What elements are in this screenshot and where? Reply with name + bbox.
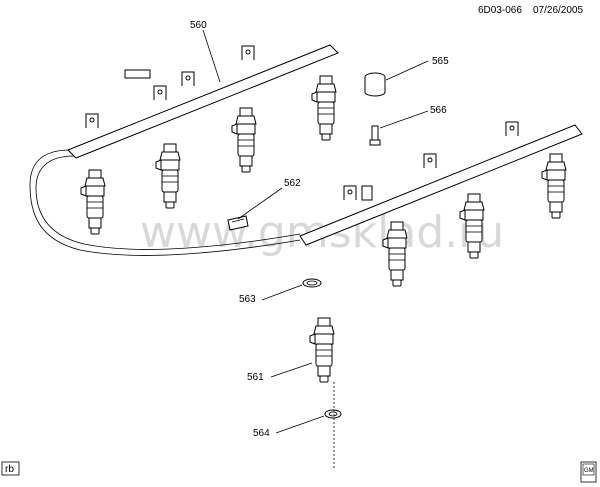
injector-lower-3 <box>541 153 567 219</box>
callout-563: 563 <box>239 294 256 305</box>
injector-upper-2 <box>155 143 181 209</box>
svg-text:GM: GM <box>584 468 594 474</box>
callout-562: 562 <box>284 178 301 189</box>
lower-fuel-rail <box>299 121 583 246</box>
upper-o-ring <box>302 278 322 288</box>
corner-tag-box <box>1 461 20 476</box>
test-port-cap <box>364 72 386 97</box>
corner-tag: rb <box>5 464 14 475</box>
callout-564: 564 <box>253 428 270 439</box>
injector-upper-3 <box>231 107 257 173</box>
crossover-hose <box>29 149 301 256</box>
lower-o-ring <box>324 409 342 419</box>
callout-560: 560 <box>190 20 207 31</box>
callout-566: 566 <box>430 105 447 116</box>
injector-upper-1 <box>80 169 106 235</box>
test-port-valve <box>369 125 381 146</box>
callout-565: 565 <box>432 56 449 67</box>
injector-exploded <box>309 317 335 383</box>
gm-logo-icon: GM <box>580 461 597 483</box>
upper-fuel-rail <box>67 44 339 159</box>
callout-561: 561 <box>247 372 264 383</box>
injector-upper-4 <box>311 75 337 141</box>
diagram-date: 07/26/2005 <box>533 5 583 16</box>
diagram-code: 6D03-066 <box>478 5 522 16</box>
